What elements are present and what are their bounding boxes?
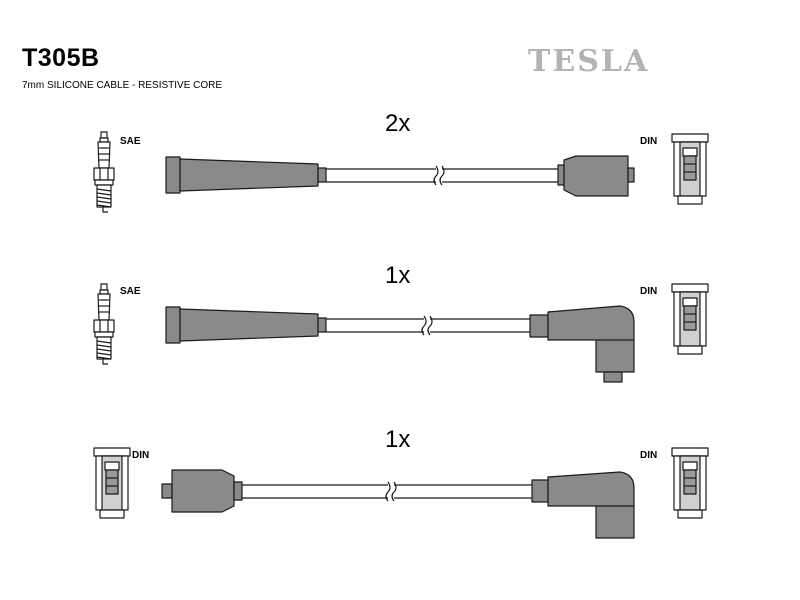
din-boot-icon: [557, 155, 635, 197]
din-socket-icon: [671, 133, 709, 205]
part-code: T305B: [22, 44, 100, 72]
cable-3: [93, 447, 709, 539]
straight-boot-icon: [165, 306, 327, 344]
cable-1-left-end-label: SAE: [120, 136, 141, 147]
subtitle: 7mm SILICONE CABLE - RESISTIVE CORE: [22, 80, 223, 91]
brand-logo: TESLA: [528, 44, 650, 79]
cable-2-right-end-label: DIN: [640, 286, 658, 297]
cable-2-quantity: 1x: [385, 262, 411, 289]
cable-1-right-end-label: DIN: [640, 136, 658, 147]
angled-boot-icon: [531, 471, 635, 539]
cable-1: [93, 131, 709, 213]
straight-boot-icon: [165, 156, 327, 194]
din-socket-icon: [93, 447, 131, 519]
din-socket-icon: [671, 283, 709, 355]
cable-2-left-end-label: SAE: [120, 286, 141, 297]
cable-3-quantity: 1x: [385, 426, 411, 453]
cable-1-quantity: 2x: [385, 110, 411, 137]
din-boot-icon: [161, 469, 243, 513]
spark-plug-icon: [93, 283, 115, 365]
cable-3-left-end-label: DIN: [132, 450, 150, 461]
cable-3-right-end-label: DIN: [640, 450, 658, 461]
angled-boot-icon: [529, 305, 635, 383]
cable-2: [93, 283, 709, 383]
spark-plug-icon: [93, 131, 115, 213]
din-socket-icon: [671, 447, 709, 519]
